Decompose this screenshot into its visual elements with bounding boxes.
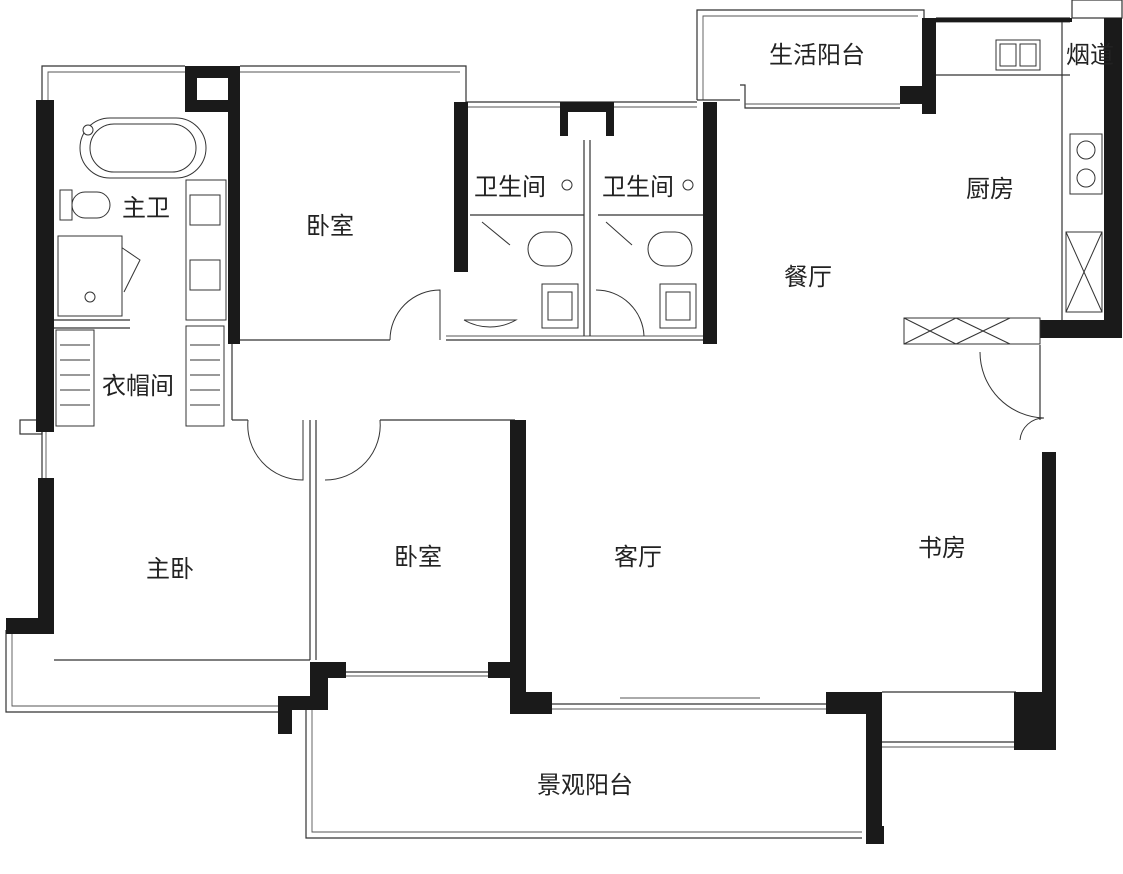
room-label-view-balcony: 景观阳台 bbox=[537, 771, 633, 799]
doors bbox=[117, 244, 1045, 481]
room-label-living-balcony: 生活阳台 bbox=[769, 41, 865, 69]
room-label-bathroom-2: 卫生间 bbox=[602, 173, 674, 201]
room-label-bedroom-south: 卧室 bbox=[394, 543, 442, 571]
room-label-flue: 烟道 bbox=[1066, 41, 1114, 69]
room-label-walk-in-closet: 衣帽间 bbox=[102, 372, 174, 400]
room-label-living-room: 客厅 bbox=[614, 543, 662, 571]
room-label-bedroom-north: 卧室 bbox=[306, 212, 354, 240]
room-label-dining: 餐厅 bbox=[784, 263, 832, 291]
fixtures bbox=[55, 39, 1103, 427]
room-label-kitchen: 厨房 bbox=[966, 175, 1014, 203]
room-label-master-bedroom: 主卧 bbox=[146, 555, 194, 583]
room-label-study: 书房 bbox=[918, 534, 966, 562]
walls bbox=[6, 18, 1122, 844]
room-label-master-bath: 主卫 bbox=[122, 194, 170, 222]
room-label-bathroom-1: 卫生间 bbox=[474, 173, 546, 201]
